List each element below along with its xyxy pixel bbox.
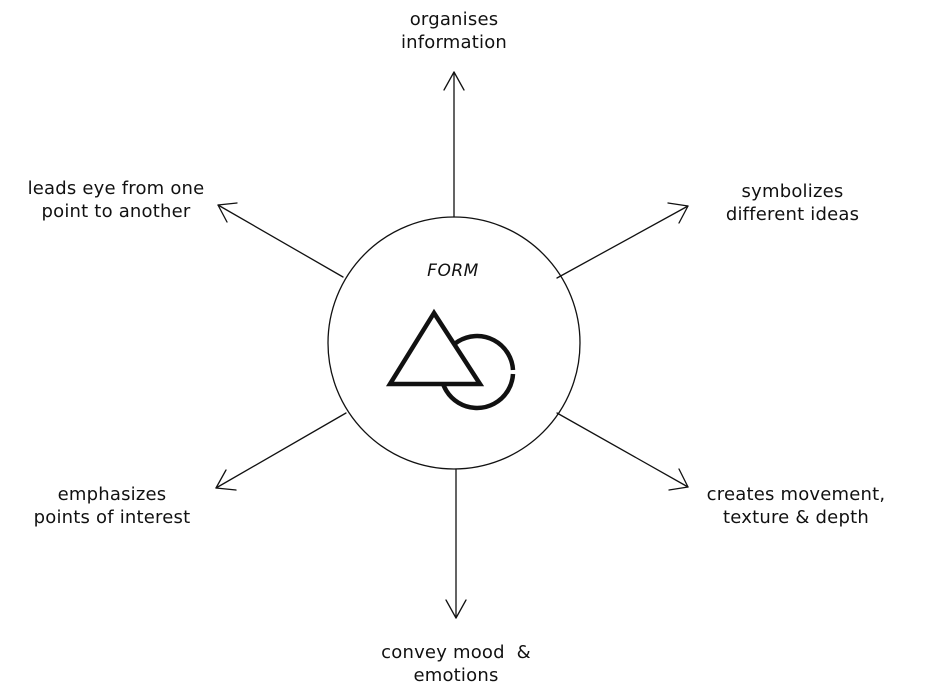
label-bottom-line-2: emotions	[413, 665, 499, 686]
center-title: FORM	[427, 261, 479, 281]
label-bottom-left: emphasizes points of interest	[6, 483, 218, 529]
label-bottom-left-line-2: points of interest	[33, 507, 191, 528]
arrow-down	[445, 468, 467, 619]
label-top-left: leads eye from one point to another	[6, 177, 226, 223]
label-top-left-line-2: point to another	[41, 201, 191, 222]
label-bottom-right: creates movement, texture & depth	[692, 483, 900, 529]
label-top: organises information	[364, 8, 544, 54]
label-bottom-right-line-2: texture & depth	[723, 507, 869, 528]
arrow-up-right	[556, 202, 689, 279]
arrow-up-left	[217, 202, 344, 278]
label-bottom-line-1: convey mood &	[381, 642, 531, 663]
triangle-circle-icon	[385, 308, 516, 411]
label-bottom-right-line-1: creates movement,	[706, 484, 886, 505]
arrow-up	[443, 71, 465, 218]
arrow-down-left	[215, 412, 347, 491]
label-top-right-line-1: symbolizes	[741, 181, 844, 202]
label-top-right-line-2: different ideas	[725, 204, 860, 225]
arrow-down-right	[556, 412, 689, 491]
label-bottom-left-line-1: emphasizes	[57, 484, 167, 505]
label-bottom: convey mood & emotions	[346, 641, 566, 687]
label-top-line-1: organises	[409, 9, 499, 30]
label-top-line-2: information	[400, 32, 508, 53]
label-top-right: symbolizes different ideas	[700, 180, 885, 226]
label-top-left-line-1: leads eye from one	[27, 178, 205, 199]
